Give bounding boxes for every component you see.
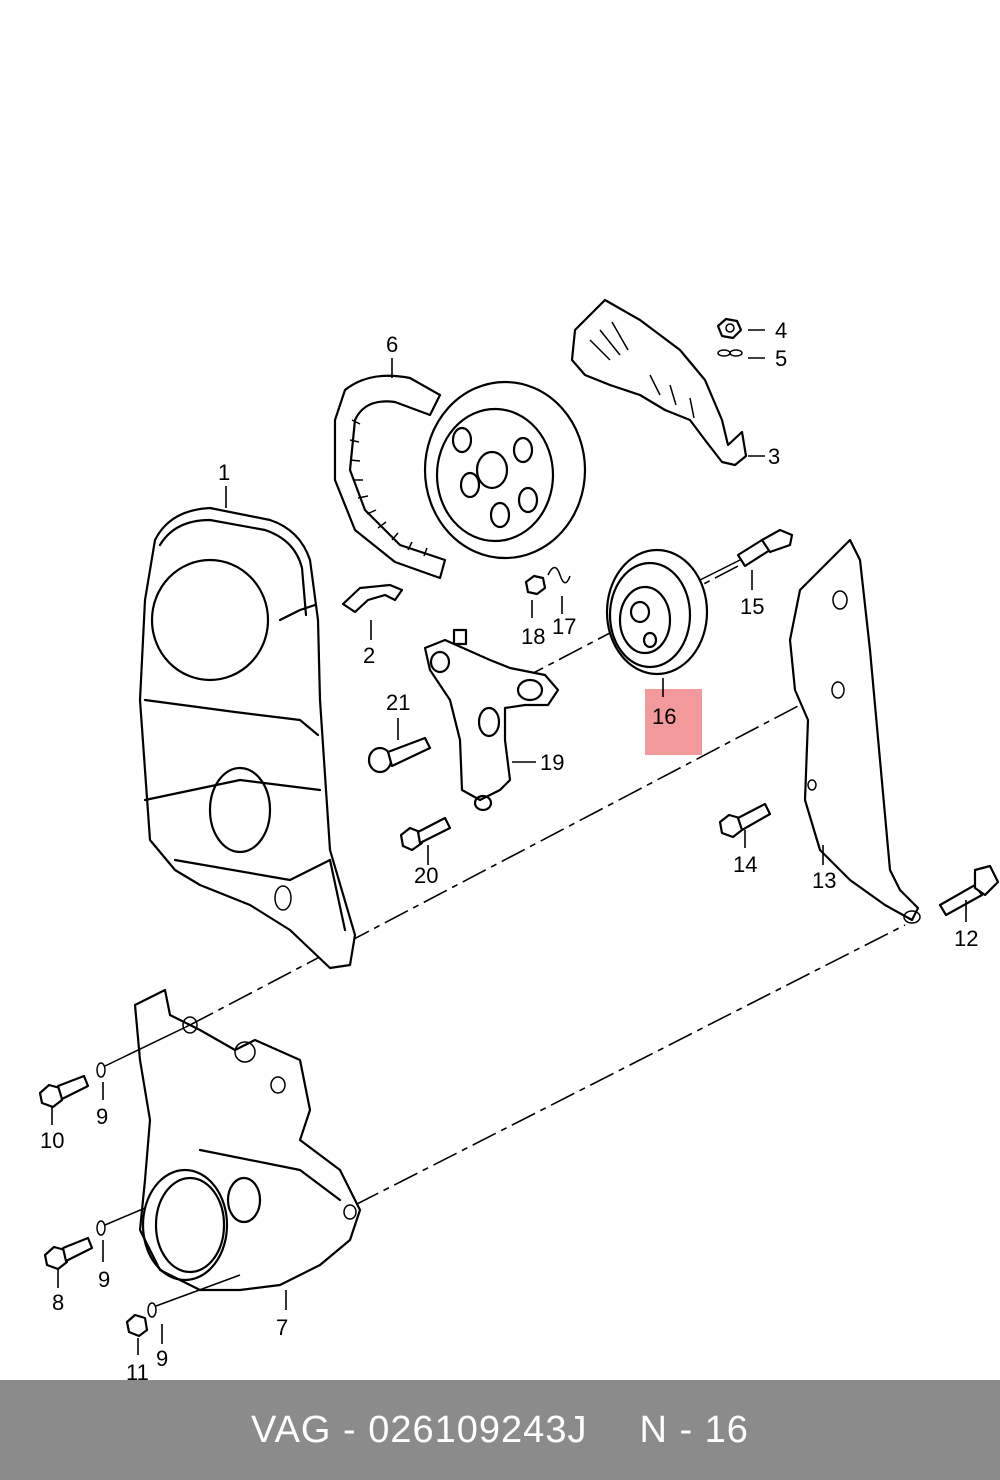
bolt-14	[718, 802, 772, 839]
bolt-12	[938, 864, 1000, 917]
callout-18: 18	[521, 624, 545, 649]
callout-3: 3	[768, 444, 780, 469]
bolt-10	[38, 1074, 90, 1109]
tensioner-pulley-16	[605, 548, 709, 676]
callout-9c: 9	[156, 1346, 168, 1371]
stud-bolt-15	[699, 528, 794, 581]
bolt-20	[399, 816, 452, 852]
spring-clip-17	[547, 566, 571, 584]
callout-7: 7	[276, 1315, 288, 1340]
washer-9a	[96, 1062, 106, 1078]
callout-6: 6	[386, 332, 398, 357]
callout-14: 14	[733, 852, 757, 877]
rear-cover-plate	[570, 298, 748, 467]
washer-9b	[96, 1220, 106, 1236]
callout-10: 10	[40, 1128, 64, 1153]
nut-4	[716, 317, 743, 340]
diagram-reference: N - 16	[639, 1408, 749, 1451]
axis-line-1	[189, 704, 801, 1026]
callout-16: 16	[652, 704, 676, 729]
callout-9b: 9	[98, 1267, 110, 1292]
callout-15: 15	[740, 594, 764, 619]
callout-17: 17	[552, 614, 576, 639]
part-number: VAG - 026109243J	[251, 1408, 588, 1451]
axis-line-2	[354, 924, 906, 1206]
lower-timing-cover	[133, 988, 362, 1292]
callout-21: 21	[386, 690, 410, 715]
retaining-clip-2	[341, 583, 404, 614]
callout-12: 12	[954, 926, 978, 951]
callout-19: 19	[540, 750, 564, 775]
callout-9a: 9	[96, 1104, 108, 1129]
callout-13: 13	[812, 868, 836, 893]
camshaft-sprocket	[423, 380, 587, 560]
exploded-parts-diagram: 1 2 3 4 5 6 7 8 9 9 9 10 11 12 13 14 15 …	[38, 298, 1000, 1380]
upper-timing-cover	[138, 506, 357, 970]
footer-bar: VAG - 026109243J N - 16	[0, 1380, 1000, 1480]
callout-4: 4	[775, 318, 787, 343]
toothed-belt	[333, 374, 447, 580]
callout-20: 20	[414, 863, 438, 888]
side-cover-13	[788, 538, 921, 924]
nut-18	[524, 574, 547, 596]
nut-11	[125, 1313, 149, 1338]
bolt-21	[367, 736, 432, 774]
callout-5: 5	[775, 346, 787, 371]
highlight-marker-16	[645, 689, 702, 755]
bolt-8	[43, 1236, 94, 1271]
washer-9c	[147, 1302, 157, 1318]
lock-washer-5	[717, 349, 743, 357]
tensioner-bracket	[423, 628, 560, 812]
callout-11: 11	[126, 1360, 149, 1380]
callout-1: 1	[218, 460, 230, 485]
callout-2: 2	[363, 643, 375, 668]
callout-8: 8	[52, 1290, 64, 1315]
